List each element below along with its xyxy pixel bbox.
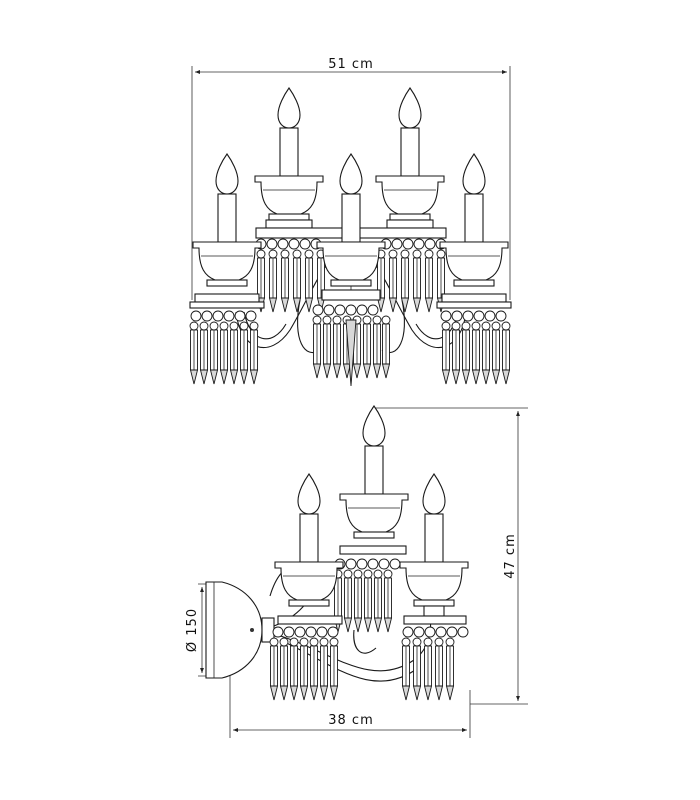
front-candle-center (312, 153, 391, 387)
side-height-label: 47 cm (503, 533, 518, 579)
front-candle-right (436, 153, 512, 385)
front-candle-left (189, 153, 265, 385)
side-height-dimension: 47 cm (372, 407, 528, 705)
side-candle-top (334, 405, 409, 632)
front-width-dimension: 51 cm (191, 57, 511, 300)
side-candle-left (270, 473, 344, 701)
side-view: 47 cm 38 cm Ø 150 (185, 405, 528, 738)
backplate: Ø 150 (185, 581, 275, 679)
front-candle-upper-right (375, 87, 445, 229)
front-view: 51 cm (189, 57, 512, 387)
side-depth-label: 38 cm (328, 713, 374, 728)
front-candle-upper-left (254, 87, 324, 229)
side-depth-dimension: 38 cm (229, 640, 471, 738)
side-candle-right (399, 473, 469, 700)
backplate-diameter-label: Ø 150 (185, 608, 200, 652)
front-width-label: 51 cm (328, 57, 374, 72)
